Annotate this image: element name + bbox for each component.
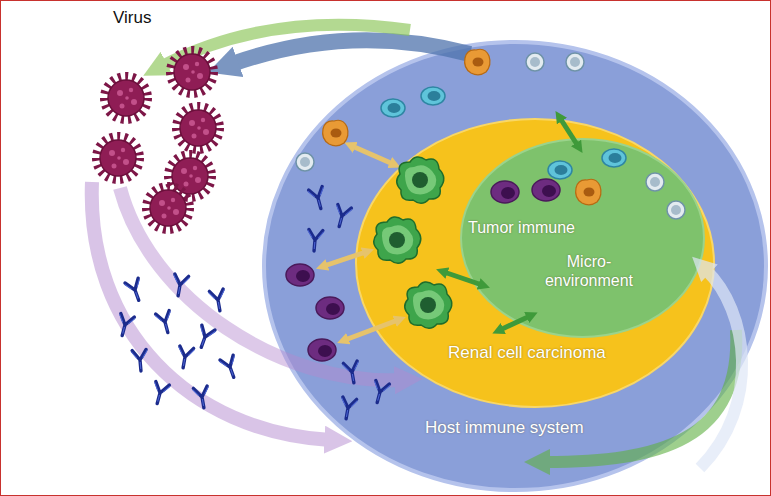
shape-outline	[460, 138, 705, 338]
circle-label: Tumor immune	[468, 218, 593, 237]
virus-particle	[96, 136, 140, 180]
shape-fill	[461, 139, 704, 337]
antibody	[192, 386, 211, 409]
lymphocyte-cell	[646, 173, 664, 191]
antibody	[149, 381, 170, 405]
antibody	[194, 325, 216, 350]
flow-arrow	[120, 188, 400, 380]
virus-particle	[104, 76, 148, 120]
interaction-arrow	[345, 320, 398, 340]
antibody	[331, 204, 352, 228]
flow-arrow	[92, 182, 330, 440]
circle-label: Renal cell carcinoma	[448, 343, 648, 363]
macrophage-cell	[576, 179, 601, 205]
interaction-arrow	[560, 118, 578, 146]
flow-arrow	[232, 40, 470, 64]
microenvironment-circle: Tumor immuneMicro- environment	[460, 138, 705, 338]
carcinoma-circle: Renal cell carcinoma Tumor immuneMicro- e…	[355, 118, 715, 408]
flow-arrow	[162, 25, 410, 66]
antibody	[170, 274, 189, 297]
antibody	[342, 361, 361, 384]
tumor-cell	[374, 217, 421, 263]
macrophage-cell	[323, 120, 348, 146]
plasma-cell	[316, 297, 344, 319]
antibody	[131, 349, 149, 371]
antibody	[308, 186, 329, 210]
antibody	[124, 278, 146, 303]
virus-particle	[176, 106, 220, 150]
plasma-cell	[308, 339, 336, 361]
lymphocyte-cell	[566, 53, 584, 71]
circle-label: Micro- environment	[533, 252, 645, 290]
antibody	[306, 229, 324, 251]
plasma-cell	[491, 181, 519, 203]
interaction-arrow	[444, 272, 482, 285]
antibody	[155, 310, 176, 334]
immune-cell	[602, 149, 626, 167]
interaction-arrow	[352, 146, 393, 164]
antibody	[338, 397, 357, 420]
immune-cell	[421, 87, 445, 105]
antibody	[369, 380, 390, 404]
shape-fill	[264, 42, 766, 490]
macrophage-cell	[465, 49, 490, 75]
virus-label: Virus	[113, 8, 151, 28]
immune-cell	[548, 161, 572, 179]
virus-particle	[146, 186, 190, 230]
circle-label: Host immune system	[425, 418, 625, 438]
lymphocyte-cell	[296, 153, 314, 171]
antibody	[219, 355, 241, 380]
antibody	[208, 289, 227, 312]
lymphocyte-cell	[667, 201, 685, 219]
tumor-cell	[405, 282, 452, 328]
plasma-cell	[532, 179, 560, 201]
antibody	[114, 313, 135, 337]
immune-cell	[381, 99, 405, 117]
antibody	[175, 346, 194, 369]
flow-arrow	[545, 330, 736, 462]
shape-fill	[356, 119, 714, 407]
interaction-arrow	[324, 252, 366, 266]
tumor-cell	[397, 157, 444, 203]
flow-arrow	[700, 270, 742, 468]
virus-particle	[170, 50, 214, 94]
plasma-cell	[286, 264, 314, 286]
interaction-arrow	[500, 316, 530, 330]
host-circle: Host immune system Renal cell carcinoma Tu…	[262, 40, 768, 492]
lymphocyte-cell	[526, 53, 544, 71]
virus-particle	[168, 154, 212, 198]
